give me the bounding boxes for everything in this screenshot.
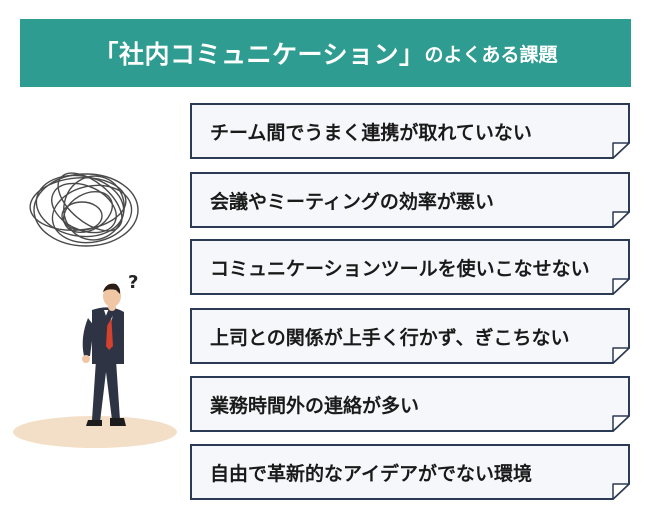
scribble-cloud-icon (29, 172, 139, 247)
issue-text: 自由で革新的なアイデアがでない環境 (210, 462, 533, 485)
issue-card: 自由で革新的なアイデアがでない環境 (190, 444, 630, 500)
page-title-suffix: のよくある課題 (424, 43, 558, 66)
floor-shadow (13, 416, 177, 448)
issue-text: コミュニケーションツールを使いこなせない (210, 257, 590, 280)
issue-card: 会議やミーティングの効率が悪い (190, 172, 630, 228)
issue-text: 業務時間外の連絡が多い (210, 394, 420, 417)
issue-card: 上司との関係が上手く行かず、ぎこちない (190, 308, 630, 364)
issue-card-frame (190, 172, 630, 228)
issue-card-frame (190, 103, 630, 159)
issue-text: 会議やミーティングの効率が悪い (210, 190, 494, 213)
page-title: 「社内コミュニケーション」 (93, 40, 425, 69)
issue-card-frame (190, 376, 630, 432)
confused-businessman-icon: ? (13, 172, 177, 448)
issue-text: 上司との関係が上手く行かず、ぎこちない (210, 326, 570, 349)
issue-card-frame (190, 239, 630, 295)
title-banner: 「社内コミュニケーション」のよくある課題 (20, 19, 631, 87)
issue-card-frame (190, 308, 630, 364)
issue-card: コミュニケーションツールを使いこなせない (190, 239, 630, 295)
issue-text: チーム間でうまく連携が取れていない (210, 121, 532, 144)
issue-card-frame (190, 444, 630, 500)
issue-card: 業務時間外の連絡が多い (190, 376, 630, 432)
issue-card: チーム間でうまく連携が取れていない (190, 103, 630, 159)
question-mark: ? (128, 272, 138, 293)
